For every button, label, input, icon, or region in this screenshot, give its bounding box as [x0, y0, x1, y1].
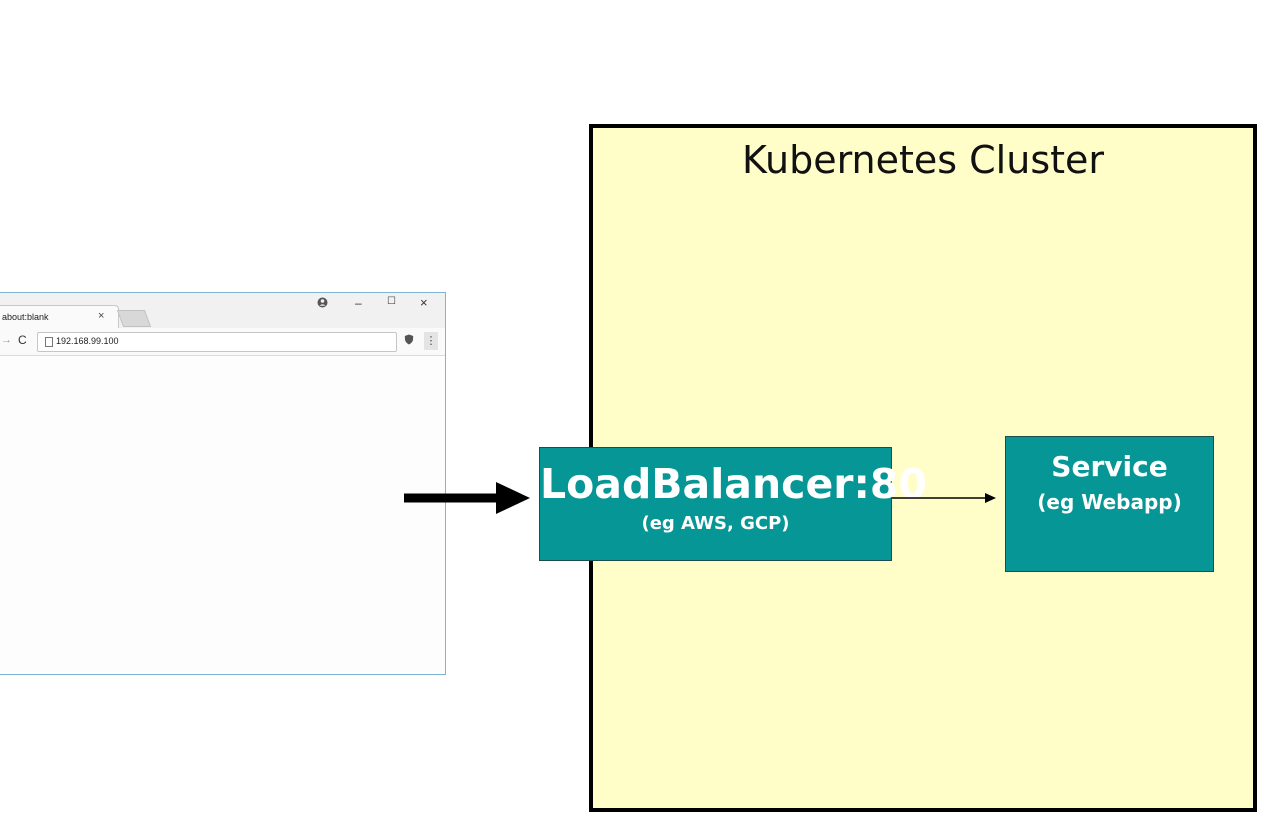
page-icon: [45, 337, 53, 347]
minimize-icon[interactable]: –: [355, 296, 362, 310]
address-bar[interactable]: 192.168.99.100: [37, 332, 397, 352]
menu-icon[interactable]: ⋮: [424, 332, 438, 350]
browser-tab[interactable]: about:blank ×: [0, 305, 119, 330]
tab-close-icon[interactable]: ×: [98, 310, 105, 322]
load-balancer-box: LoadBalancer:80 (eg AWS, GCP): [539, 447, 927, 561]
browser-window: about:blank × – ☐ × → C 192.168.99.100: [0, 292, 446, 675]
browser-viewport: [0, 356, 445, 674]
browser-tab-strip: about:blank × – ☐ ×: [0, 293, 445, 330]
load-balancer-title: LoadBalancer:80: [540, 460, 927, 508]
shield-icon[interactable]: [404, 334, 414, 348]
load-balancer-subtitle: (eg AWS, GCP): [641, 513, 790, 534]
forward-icon[interactable]: →: [1, 334, 12, 346]
service-box: Service (eg Webapp): [1005, 436, 1214, 572]
browser-toolbar: → C 192.168.99.100 ⋮: [0, 328, 445, 356]
maximize-icon[interactable]: ☐: [387, 296, 396, 307]
browser-to-loadbalancer-arrow: [404, 482, 530, 514]
profile-icon[interactable]: [317, 297, 328, 311]
cluster-title: Kubernetes Cluster: [741, 138, 1105, 182]
close-icon[interactable]: ×: [420, 295, 428, 310]
address-url: 192.168.99.100: [56, 336, 119, 346]
reload-icon[interactable]: C: [18, 333, 27, 347]
loadbalancer-to-service-arrow: [892, 493, 996, 503]
tab-title: about:blank: [2, 312, 49, 322]
service-title: Service: [1051, 450, 1168, 483]
service-subtitle: (eg Webapp): [1037, 490, 1182, 514]
